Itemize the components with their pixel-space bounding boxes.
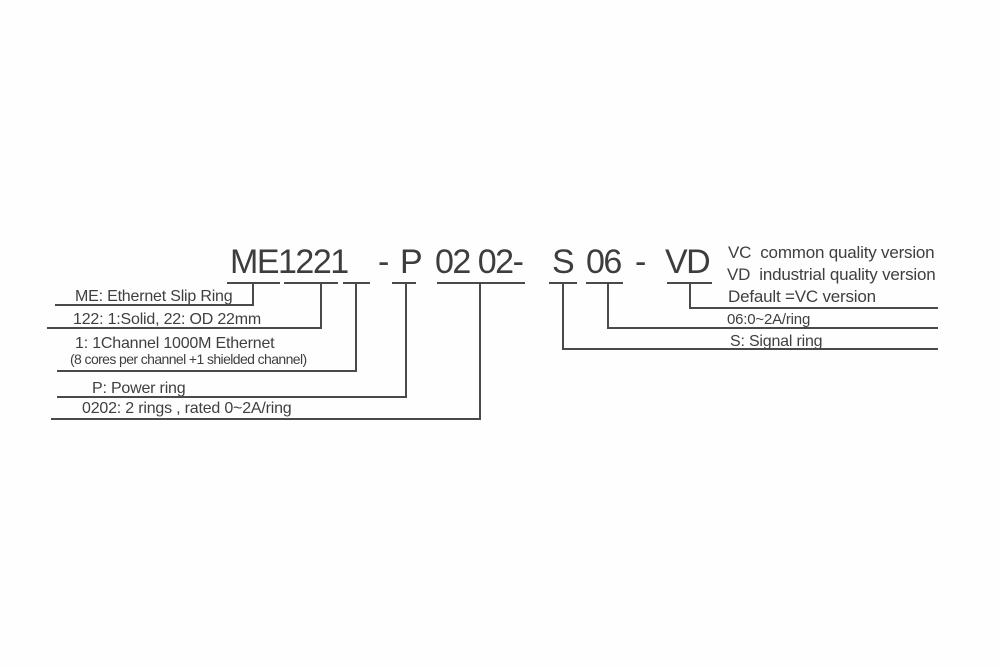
underline-0202	[437, 282, 525, 284]
connector-vertical-0202	[479, 282, 481, 420]
rule-122-row	[47, 327, 322, 329]
part-code-dash-1: -	[378, 243, 389, 281]
rule-s-row	[562, 348, 938, 350]
desc-p-label: P: Power ring	[92, 380, 186, 397]
rule-1-row	[57, 370, 357, 372]
rule-0202-row	[51, 418, 481, 420]
desc-1-sublabel: (8 cores per channel +1 shielded channel…	[70, 351, 307, 367]
connector-vertical-122	[320, 282, 322, 329]
desc-06-label: 06:0~2A/ring	[727, 311, 811, 328]
part-code-dash-2: -	[635, 243, 646, 281]
part-code-0202: 02 02-	[435, 243, 524, 281]
desc-122-label: 122: 1:Solid, 22: OD 22mm	[73, 311, 261, 328]
part-code-06: 06	[586, 243, 622, 281]
connector-vertical-vd	[689, 282, 691, 309]
rule-vd-row	[689, 307, 938, 309]
desc-1-label: 1: 1Channel 1000M Ethernet	[75, 335, 275, 352]
part-code-p: P	[400, 243, 423, 281]
connector-vertical-1	[355, 282, 357, 372]
connector-vertical-me	[252, 282, 254, 306]
connector-vertical-06	[607, 282, 609, 329]
underline-122	[284, 282, 338, 284]
desc-vd-version-line: VD industrial quality version	[727, 265, 936, 284]
underline-p	[392, 282, 416, 284]
connector-vertical-p	[405, 282, 407, 398]
desc-0202-label: 0202: 2 rings , rated 0~2A/ring	[82, 400, 292, 417]
rule-p-row	[57, 396, 407, 398]
part-code-vd: VD	[665, 243, 711, 281]
rule-me-row	[55, 304, 254, 306]
desc-vc-version-line: VC common quality version	[728, 243, 935, 262]
desc-me-label: ME: Ethernet Slip Ring	[75, 288, 233, 305]
underline-06	[586, 282, 623, 284]
connector-vertical-s	[562, 282, 564, 350]
rule-06-row	[607, 327, 938, 329]
desc-default-version-line: Default =VC version	[728, 287, 876, 306]
desc-s-label: S: Signal ring	[730, 333, 823, 350]
part-code-s: S	[552, 243, 575, 281]
part-code-me1221: ME1221	[230, 243, 349, 281]
